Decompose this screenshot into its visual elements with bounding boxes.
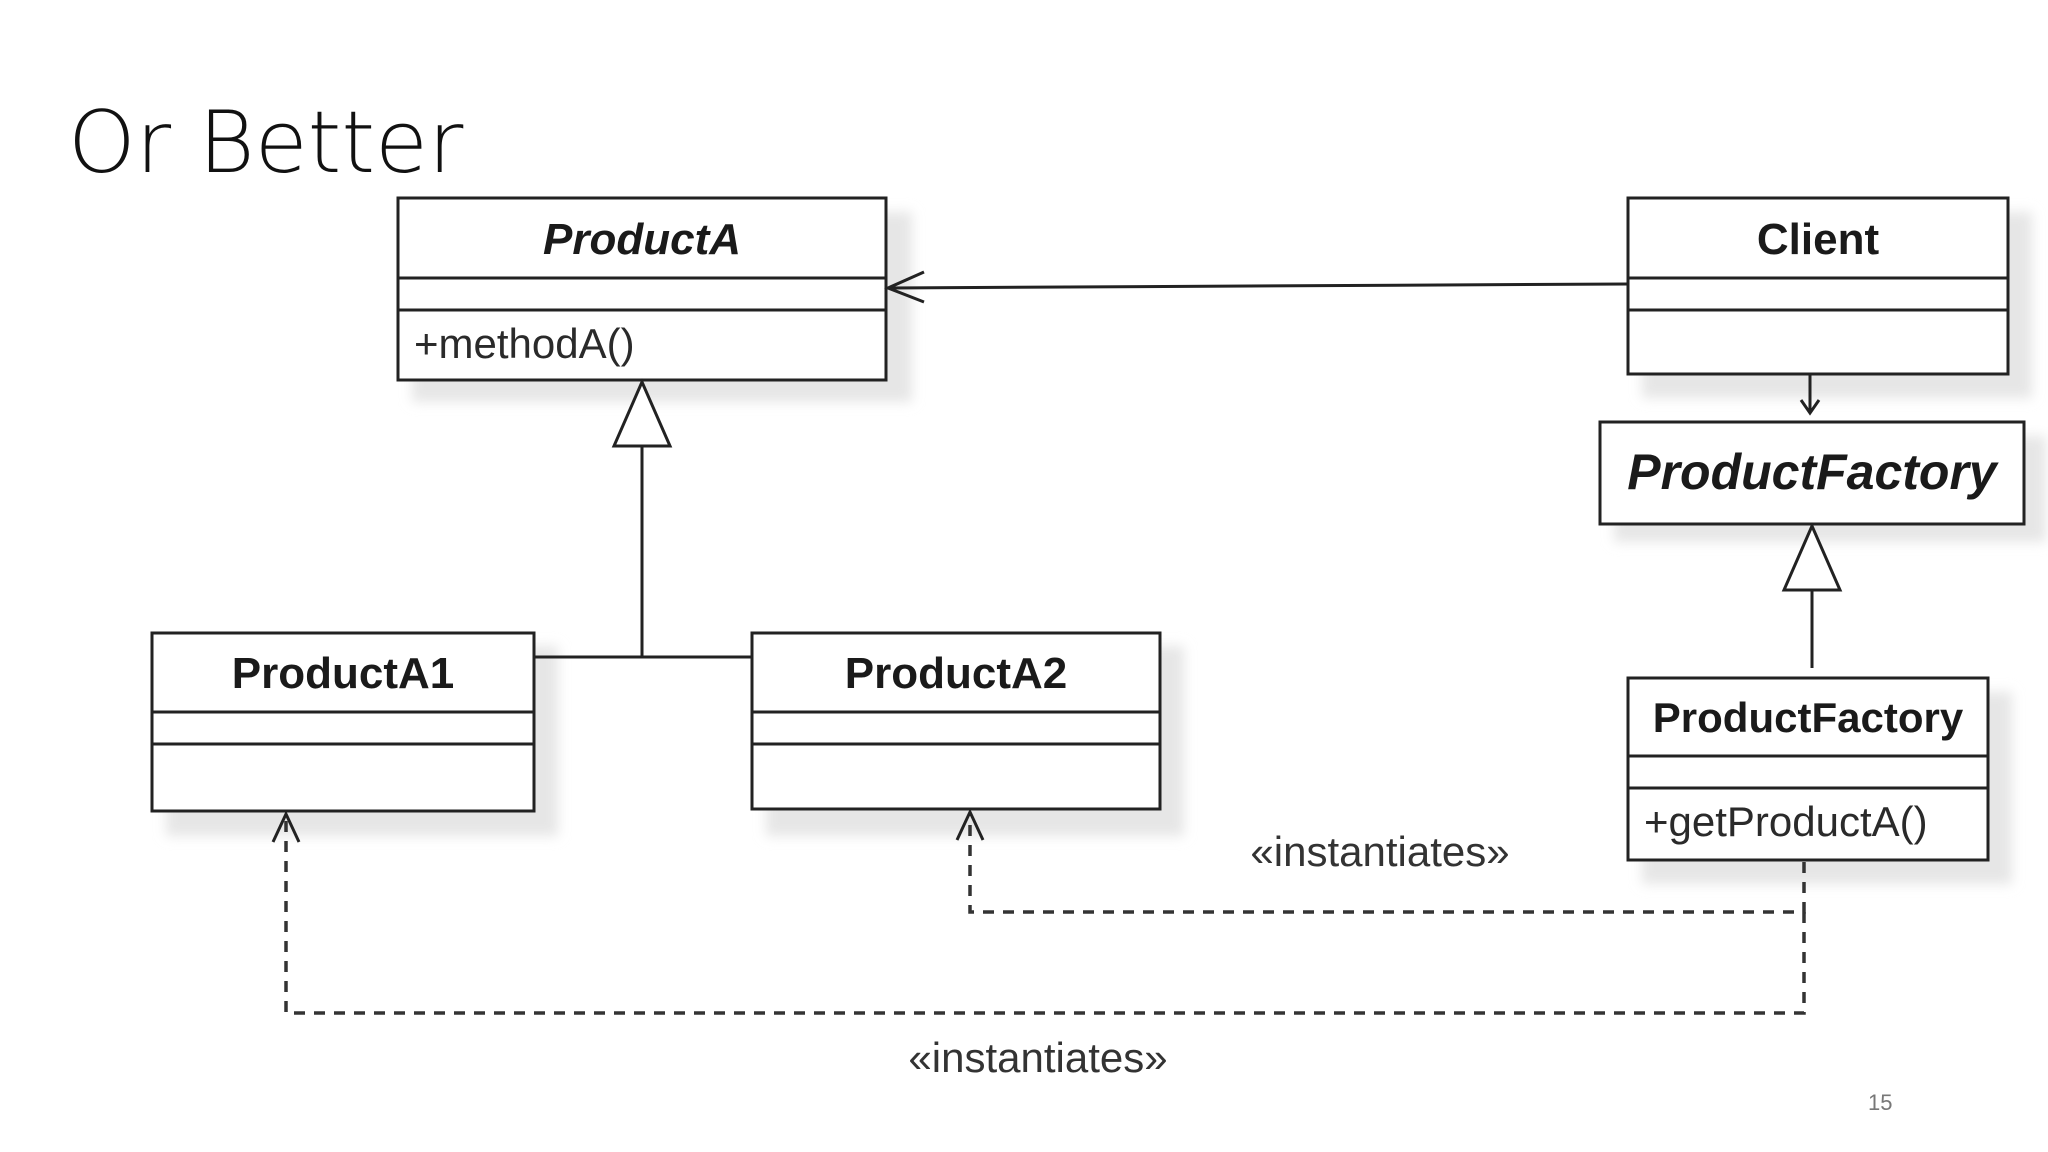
association-client-to-product-factory — [1799, 374, 1821, 416]
class-name: ProductA — [543, 215, 741, 264]
operation-method-a: +methodA() — [414, 320, 635, 367]
slide-title: Or Better — [68, 93, 464, 193]
class-product-a2: ProductA2 — [750, 631, 1184, 836]
generalization-to-product-a — [534, 378, 752, 659]
class-name: Client — [1757, 215, 1880, 264]
page-number: 15 — [1868, 1090, 1893, 1115]
class-name: ProductA2 — [845, 649, 1067, 698]
stereotype-label: «instantiates» — [908, 1034, 1167, 1081]
dependency-instantiates-product-a2 — [955, 808, 1806, 914]
class-name: ProductA1 — [232, 649, 454, 698]
class-name: ProductFactory — [1653, 694, 1964, 741]
class-product-factory: ProductFactory +getProductA() — [1626, 676, 2012, 884]
class-name: ProductFactory — [1627, 444, 1999, 500]
association-client-to-product-a — [884, 270, 1629, 304]
class-product-a1: ProductA1 — [150, 631, 558, 836]
generalization-to-product-factory — [1781, 522, 1843, 668]
dependency-instantiates-product-a1 — [271, 810, 1806, 1015]
stereotype-label: «instantiates» — [1250, 828, 1509, 875]
class-client: Client — [1626, 196, 2032, 398]
class-product-factory-abstract: ProductFactory — [1598, 420, 2046, 542]
class-product-a: ProductA +methodA() — [396, 196, 912, 402]
operation-get-product-a: +getProductA() — [1644, 798, 1928, 845]
